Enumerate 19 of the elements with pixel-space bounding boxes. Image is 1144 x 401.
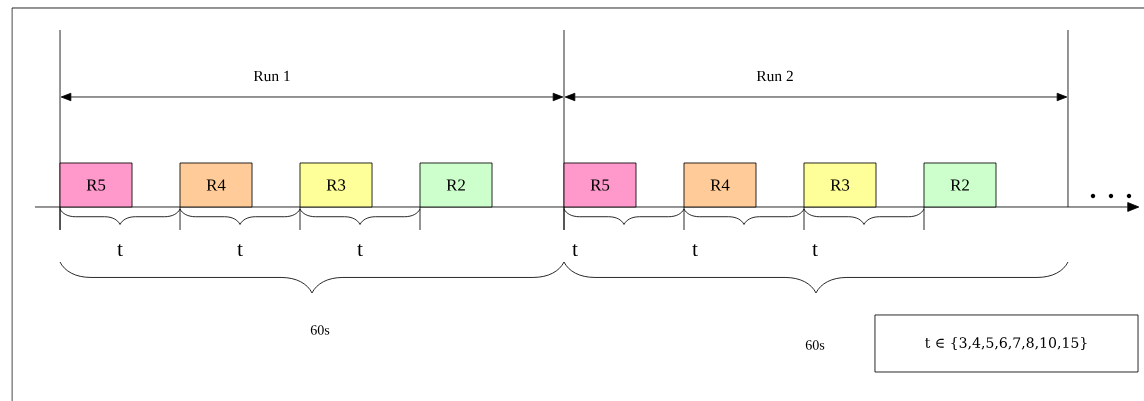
request-box: R4 <box>683 162 757 208</box>
duration-label: t <box>692 243 698 256</box>
run-label: Run 1 <box>253 70 290 82</box>
duration-label: t <box>117 243 123 256</box>
duration-label: t <box>812 243 818 256</box>
request-box: R5 <box>59 162 133 208</box>
run-label: Run 2 <box>756 70 793 82</box>
span-label: 60s <box>805 340 825 350</box>
span-label: 60s <box>310 325 330 335</box>
duration-label: t <box>357 243 363 256</box>
request-box: R5 <box>563 162 637 208</box>
duration-label: t <box>237 243 243 256</box>
legend-box: t ∈ {3,4,5,6,7,8,10,15} <box>874 314 1139 373</box>
duration-label: t <box>572 243 578 256</box>
request-box: R2 <box>419 162 493 208</box>
request-box: R4 <box>179 162 253 208</box>
request-box: R3 <box>299 162 373 208</box>
request-box: R2 <box>923 162 997 208</box>
request-box: R3 <box>803 162 877 208</box>
